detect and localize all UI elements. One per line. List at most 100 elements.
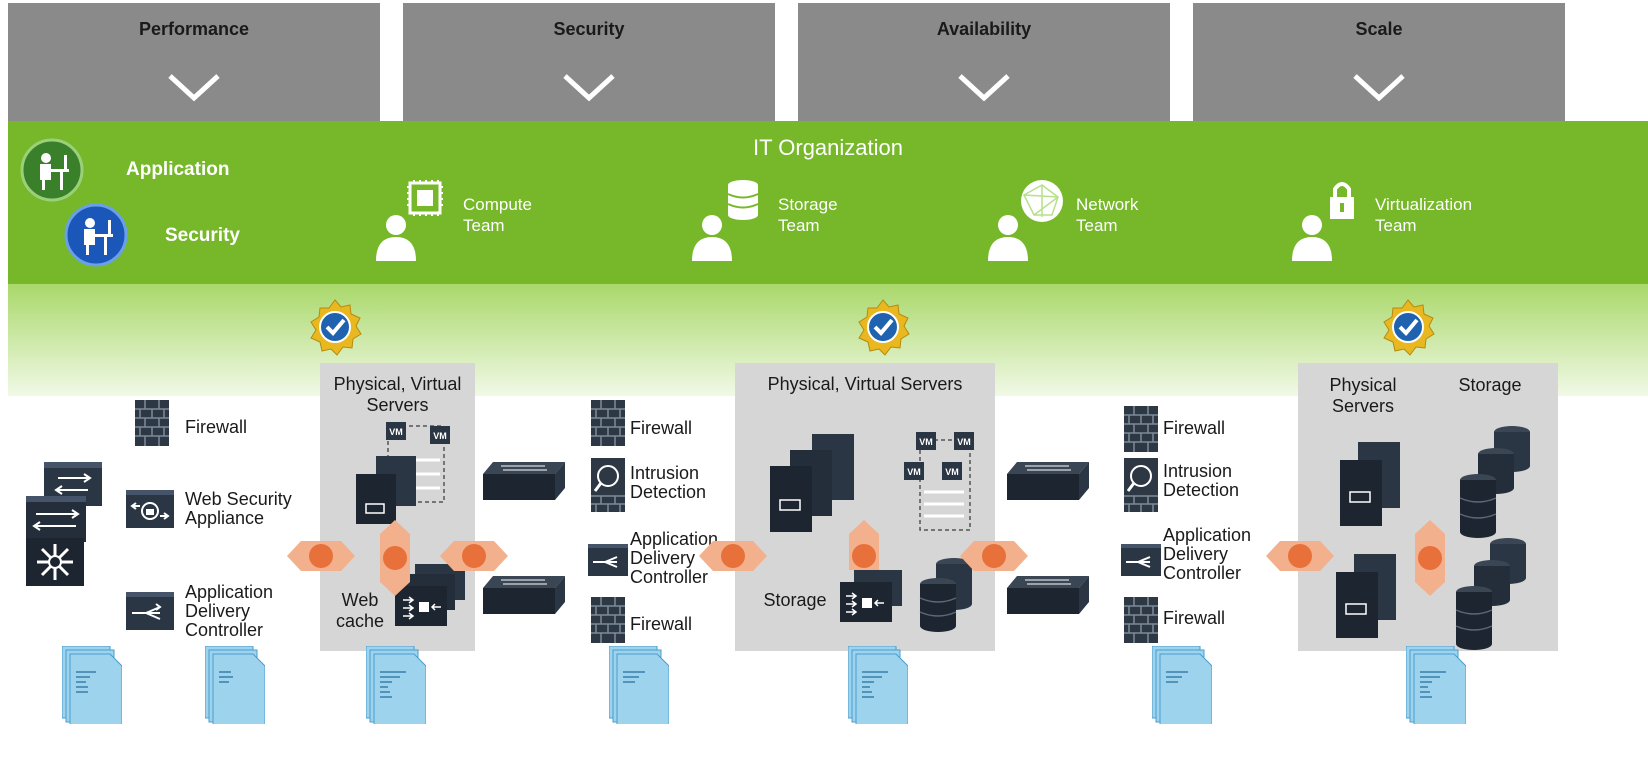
firewall-icon	[1124, 597, 1158, 643]
firewall-label: Firewall	[185, 417, 248, 437]
policy-document-icon	[609, 646, 669, 724]
team-suffix: Team	[778, 216, 820, 235]
tab-label: Availability	[936, 19, 1032, 39]
label-line: Intrusion	[630, 463, 700, 483]
policy-document-icon	[366, 646, 426, 724]
policy-document-icon	[848, 646, 908, 724]
application-delivery-controller-icon	[126, 592, 174, 630]
firewall-label: Firewall	[630, 418, 693, 438]
vertical-arrow-icon	[1415, 520, 1445, 596]
security-user-icon	[64, 203, 128, 267]
team-suffix: Team	[463, 216, 505, 235]
chevron-down-icon	[563, 74, 615, 102]
application-delivery-controller-icon	[588, 544, 628, 576]
firewall-icon	[1124, 406, 1158, 452]
team-virtualization: Virtualization Team	[1375, 194, 1472, 236]
zone-title-line: Physical	[1329, 375, 1397, 395]
certified-badge-icon	[310, 299, 362, 356]
zone-title-line: Servers	[366, 395, 429, 415]
virtualization-team-icon	[1292, 182, 1354, 261]
label-line: Controller	[630, 567, 709, 587]
physical-server-icon	[1340, 442, 1400, 526]
bidirectional-arrow-icon	[440, 541, 508, 571]
label-line: Web Security	[185, 489, 292, 509]
certified-badge-icon	[858, 299, 910, 356]
tab-availability[interactable]: Availability	[798, 3, 1170, 121]
tab-security[interactable]: Security	[403, 3, 775, 121]
adc-label: Application Delivery Controller	[1163, 526, 1251, 583]
svg-text:VM: VM	[907, 467, 921, 477]
tab-scale[interactable]: Scale	[1193, 3, 1565, 121]
bidirectional-arrow-icon	[287, 541, 355, 571]
zone-2-title: Physical, Virtual Servers	[767, 374, 963, 394]
application-delivery-controller-icon	[1121, 544, 1161, 576]
label-line: Web	[341, 590, 379, 610]
label-line: Controller	[185, 620, 264, 640]
physical-server-icon	[1336, 554, 1396, 638]
bidirectional-arrow-icon	[699, 541, 767, 571]
label-line: Application	[630, 529, 719, 549]
tab-label: Performance	[138, 19, 250, 39]
switch-icon	[1007, 462, 1089, 500]
chevron-down-icon	[958, 74, 1010, 102]
label-line: Delivery	[185, 601, 251, 621]
intrusion-detection-icon	[1124, 458, 1158, 512]
compute-team-icon	[376, 180, 443, 261]
switch-icon	[1007, 576, 1089, 614]
database-stack-icon	[1455, 538, 1526, 650]
team-name: Network	[1076, 195, 1139, 214]
bidirectional-arrow-icon	[960, 541, 1028, 571]
zone-title-line: Physical, Virtual	[333, 374, 462, 394]
database-stack-icon	[1459, 426, 1530, 538]
team-name: Compute	[463, 195, 532, 214]
storage-team-icon	[692, 180, 759, 261]
intrusion-detection-label: Intrusion Detection	[1163, 462, 1239, 500]
firewall-icon	[135, 400, 169, 446]
firewall-label: Firewall	[1163, 608, 1226, 628]
policy-document-icon	[1406, 646, 1466, 724]
label-line: cache	[335, 611, 385, 631]
role-application-label: Application	[126, 159, 230, 180]
label-line: Application	[185, 582, 274, 602]
label-line: Intrusion	[1163, 461, 1233, 481]
web-cache-label: Web cache	[325, 590, 395, 632]
policy-document-icon	[1152, 646, 1212, 724]
label-line: Detection	[1163, 480, 1240, 500]
label-line: Controller	[1163, 563, 1242, 583]
org-title: IT Organization	[752, 135, 903, 160]
physical-server-stack-icon	[770, 434, 854, 532]
firewall-label: Firewall	[630, 614, 693, 634]
tab-label: Scale	[1355, 19, 1403, 39]
label-line: Application	[1163, 525, 1252, 545]
adc-label: Application Delivery Controller	[185, 583, 273, 640]
team-suffix: Team	[1375, 216, 1417, 235]
svg-text:VM: VM	[389, 427, 403, 437]
label-line: Detection	[630, 482, 707, 502]
label-line: Delivery	[1163, 544, 1229, 564]
tab-performance[interactable]: Performance	[8, 3, 380, 121]
bidirectional-arrow-icon	[1266, 541, 1334, 571]
storage-controller-icon	[840, 570, 902, 622]
zone-3-title: Physical Servers	[1318, 375, 1408, 417]
it-organization-band: IT Organization Application Security Com…	[8, 121, 1648, 284]
role-security-label: Security	[165, 225, 240, 246]
team-name: Storage	[778, 195, 838, 214]
switch-icon	[483, 576, 565, 614]
web-security-appliance-icon	[126, 490, 174, 528]
team-storage: Storage Team	[778, 194, 838, 236]
vertical-arrow-icon	[849, 520, 879, 570]
chevron-down-icon	[1353, 74, 1405, 102]
certified-badge-icon	[1383, 299, 1435, 356]
label-line: Appliance	[185, 508, 265, 528]
team-suffix: Team	[1076, 216, 1118, 235]
firewall-label: Firewall	[1163, 418, 1226, 438]
network-team-icon	[988, 180, 1063, 261]
policy-document-icon	[62, 646, 122, 724]
svg-text:VM: VM	[919, 437, 933, 447]
database-icon	[919, 558, 972, 632]
svg-text:VM: VM	[945, 467, 959, 477]
firewall-icon	[591, 400, 625, 446]
application-user-icon	[20, 138, 84, 202]
team-network: Network Team	[1076, 194, 1138, 236]
storage-label: Storage	[763, 590, 827, 610]
